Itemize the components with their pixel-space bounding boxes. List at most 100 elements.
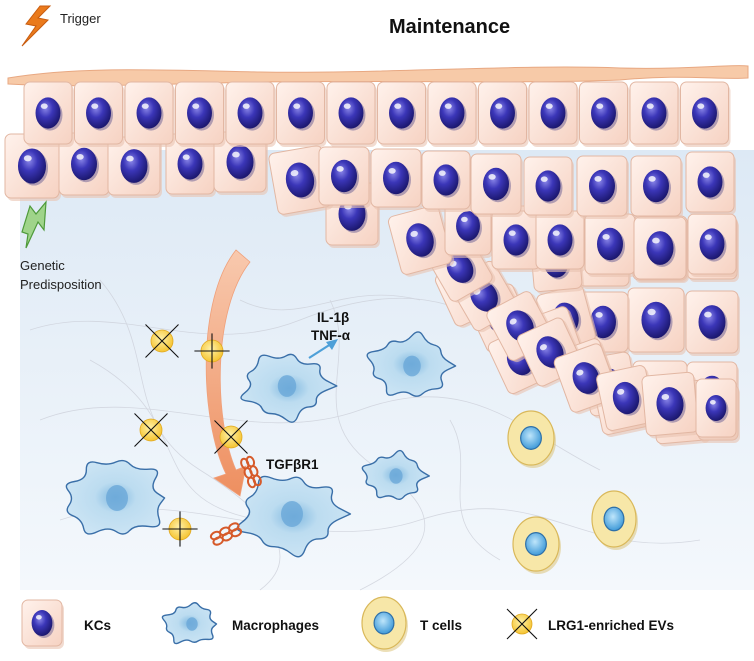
nucleus xyxy=(433,164,459,196)
nucleus xyxy=(483,167,509,201)
nucleus xyxy=(331,159,357,193)
legend-tcell-icon xyxy=(361,596,408,652)
keratinocyte xyxy=(579,81,630,147)
nucleus xyxy=(120,149,148,183)
keratinocyte xyxy=(633,216,688,282)
cytokine-tnfa-label: TNF-α xyxy=(311,328,351,343)
keratinocyte xyxy=(470,153,523,217)
page-title: Maintenance xyxy=(389,16,510,38)
nucleus xyxy=(277,375,297,397)
nucleus xyxy=(535,170,561,202)
nucleus xyxy=(186,617,198,631)
keratinocyte xyxy=(318,146,371,208)
cytokine-release-arrow xyxy=(308,339,338,359)
nucleus xyxy=(389,468,403,484)
legend-macrophages-label: Macrophages xyxy=(232,618,319,633)
nucleus xyxy=(525,532,547,556)
t-cell xyxy=(507,410,556,468)
legend-kcs-label: KCs xyxy=(84,618,111,633)
nucleus xyxy=(226,145,254,179)
nucleus xyxy=(697,166,723,198)
keratinocyte xyxy=(478,81,529,147)
genetic-label-line2: Predisposition xyxy=(20,277,102,292)
nucleus xyxy=(705,395,727,421)
nucleus xyxy=(86,97,111,129)
tgfbr1-receptor xyxy=(240,455,262,489)
keratinocyte xyxy=(535,210,586,272)
ev-layer xyxy=(134,324,248,547)
legend-kc-icon xyxy=(21,599,64,649)
keratinocyte xyxy=(370,148,423,210)
nucleus xyxy=(589,169,615,203)
nucleus xyxy=(373,611,395,635)
tgfbr1-receptor xyxy=(209,522,243,546)
lrg1-ev xyxy=(162,511,198,547)
keratinocyte xyxy=(23,81,74,147)
nucleus xyxy=(503,224,529,256)
keratinocyte xyxy=(58,132,111,198)
nucleus xyxy=(187,97,212,129)
nucleus xyxy=(136,97,162,129)
macrophage xyxy=(161,602,218,645)
nucleus xyxy=(692,97,717,129)
keratinocyte xyxy=(165,133,216,197)
keratinocyte xyxy=(276,81,327,147)
macrophage xyxy=(361,449,430,501)
nucleus xyxy=(281,501,303,527)
cytokine-il1b-label: IL-1β xyxy=(317,310,349,325)
keratinocyte xyxy=(124,81,175,147)
legend-tcells-label: T cells xyxy=(420,618,462,633)
genetic-label-line1: Genetic xyxy=(20,258,65,273)
t-cell xyxy=(591,490,638,550)
nucleus xyxy=(603,506,625,532)
nucleus xyxy=(591,97,616,129)
keratinocyte xyxy=(175,81,226,147)
keratinocyte xyxy=(680,81,731,147)
fiber-network xyxy=(29,279,701,591)
lrg1-ev xyxy=(506,608,538,640)
keratinocyte xyxy=(421,150,472,212)
nucleus xyxy=(698,305,726,339)
nucleus xyxy=(597,227,623,261)
t-cell xyxy=(512,516,561,574)
lrg1-ev xyxy=(214,420,248,454)
legend-ev-icon xyxy=(506,608,538,640)
nucleus xyxy=(177,148,203,180)
nucleus xyxy=(699,228,725,260)
nucleus xyxy=(31,610,53,636)
keratinocyte xyxy=(74,81,125,147)
legend: KCs Macrophages T cells LRG1-enriched EV… xyxy=(21,596,674,652)
nucleus xyxy=(641,97,667,129)
macrophage xyxy=(236,475,352,558)
lrg1-ev xyxy=(145,324,179,358)
migration-arrow xyxy=(205,249,251,497)
nucleus xyxy=(237,97,263,129)
nucleus xyxy=(643,169,669,203)
keratinocyte xyxy=(4,133,61,201)
macrophage xyxy=(240,353,338,423)
keratinocyte xyxy=(695,378,738,440)
keratinocyte xyxy=(630,155,683,219)
legend-evs-label: LRG1-enriched EVs xyxy=(548,618,674,633)
keratinocyte xyxy=(584,213,637,277)
keratinocyte xyxy=(627,287,686,355)
keratinocyte xyxy=(491,210,542,272)
nucleus xyxy=(71,147,97,181)
macrophage xyxy=(65,459,166,535)
nucleus xyxy=(288,97,313,129)
keratinocyte xyxy=(685,290,740,356)
macrophage-layer xyxy=(65,331,457,558)
keratinocyte xyxy=(528,81,579,147)
receptor-label: TGFβR1 xyxy=(266,457,319,472)
keratinocyte xyxy=(687,213,738,277)
nucleus xyxy=(641,301,671,339)
nucleus xyxy=(338,97,364,129)
keratinocyte-layer xyxy=(4,81,740,447)
keratinocyte xyxy=(576,155,629,219)
lrg1-ev xyxy=(134,413,168,447)
nucleus xyxy=(403,355,421,377)
nucleus xyxy=(646,231,674,265)
t-cell-layer xyxy=(507,410,638,574)
macrophage xyxy=(366,331,457,397)
